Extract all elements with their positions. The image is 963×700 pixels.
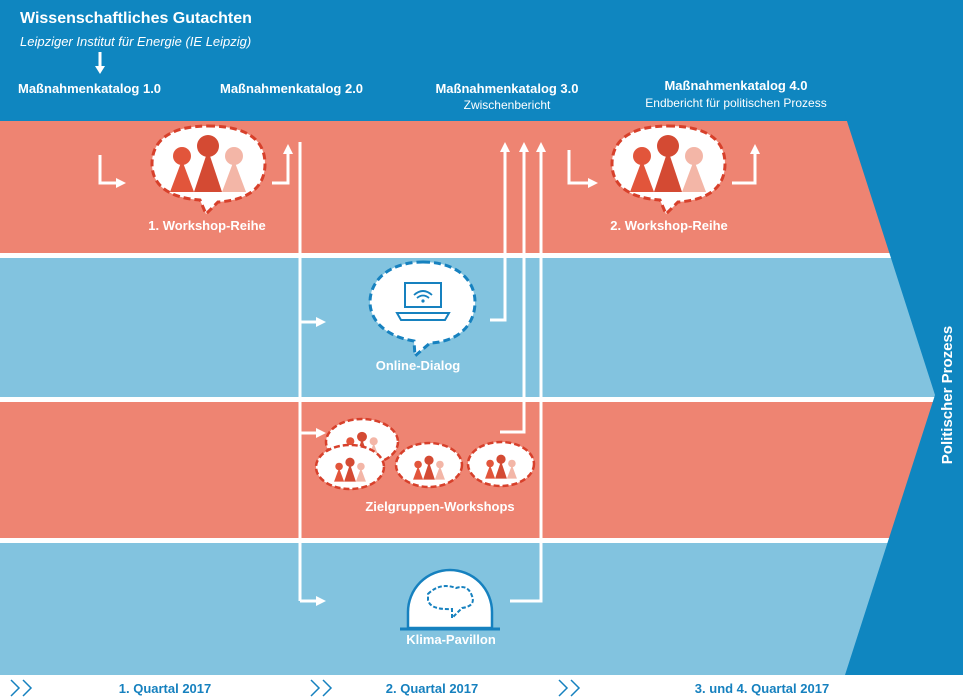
politics-arrow — [845, 115, 963, 675]
workshop-2-label: 2. Workshop-Reihe — [610, 218, 728, 233]
header-title: Wissenschaftliches Gutachten — [20, 10, 252, 27]
timeline-q3-q4: 3. und 4. Quartal 2017 — [695, 681, 829, 696]
arrow-icon — [490, 142, 546, 603]
people-icon — [314, 417, 536, 491]
arrow-icon — [272, 144, 293, 185]
dome-icon — [400, 568, 500, 631]
lane-divider — [0, 538, 963, 543]
arrow-icon — [298, 142, 326, 606]
catalog-3-note: Zwischenbericht — [464, 98, 551, 112]
people-icon — [150, 124, 267, 217]
catalog-1-title: Maßnahmenkatalog 1.0 — [18, 81, 161, 96]
arrow-icon — [98, 155, 126, 188]
timeline-bar — [0, 675, 963, 700]
arrow-icon — [732, 144, 760, 185]
chevron-icon — [558, 679, 581, 697]
lane-divider — [0, 397, 963, 402]
timeline-q2: 2. Quartal 2017 — [386, 681, 479, 696]
chevron-icon — [10, 679, 33, 697]
chevron-icon — [310, 679, 333, 697]
target-group-label: Zielgruppen-Workshops — [365, 499, 514, 514]
pavilion-label: Klima-Pavillon — [406, 632, 496, 647]
timeline-q1: 1. Quartal 2017 — [119, 681, 212, 696]
online-dialog-label: Online-Dialog — [376, 358, 461, 373]
people-icon — [610, 124, 727, 217]
catalog-2-title: Maßnahmenkatalog 2.0 — [220, 81, 363, 96]
politics-label: Politischer Prozess — [939, 326, 956, 464]
lane-online — [0, 258, 963, 397]
lane-divider — [0, 253, 963, 258]
arrow-icon — [567, 150, 598, 188]
header-band — [0, 0, 963, 121]
arrow-icon — [95, 52, 105, 74]
catalog-4-title: Maßnahmenkatalog 4.0 — [664, 78, 807, 93]
header-subtitle: Leipziger Institut für Energie (IE Leipz… — [20, 34, 251, 49]
catalog-3-title: Maßnahmenkatalog 3.0 — [435, 81, 578, 96]
lane-workshops — [0, 121, 963, 253]
laptop-icon — [368, 260, 477, 360]
catalog-4-note: Endbericht für politischen Prozess — [645, 96, 826, 110]
workshop-1-label: 1. Workshop-Reihe — [148, 218, 266, 233]
